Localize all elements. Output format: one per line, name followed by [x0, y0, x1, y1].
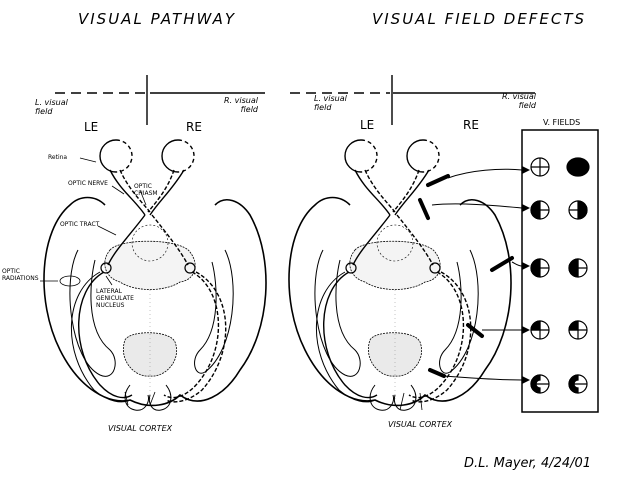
visual-field-charts — [530, 157, 590, 394]
right-field-divider — [290, 75, 535, 125]
visual-fields-box — [521, 129, 599, 413]
retina-label: Retina — [48, 154, 68, 161]
left-eye-le: LE — [84, 120, 99, 134]
field-row-5 — [530, 374, 588, 394]
right-l-visual-field: L. visual field — [314, 94, 347, 112]
right-r-visual-field: R. visual field — [502, 92, 536, 110]
field-row-2 — [530, 200, 588, 220]
right-title: VISUAL FIELD DEFECTS — [372, 10, 587, 28]
field-row-4 — [530, 320, 588, 340]
arrowheads — [522, 166, 530, 384]
optic-chiasm-label: OPTIC CHIASM — [134, 183, 158, 197]
left-visual-cortex-label: VISUAL CORTEX — [108, 424, 173, 433]
left-eye-re: RE — [186, 120, 202, 134]
optic-radiations-label: OPTIC RADIATIONS — [2, 268, 39, 282]
lgn-label: LATERAL GENICULATE NUCLEUS — [96, 288, 134, 309]
optic-tract-label: OPTIC TRACT — [60, 221, 100, 228]
right-eye-le: LE — [360, 118, 375, 132]
left-r-visual-field: R. visual field — [224, 96, 258, 114]
optic-nerve-label: OPTIC NERVE — [68, 180, 108, 187]
left-pointer-arrows — [40, 157, 156, 406]
right-eye-re: RE — [463, 118, 479, 132]
lesion-marks — [418, 174, 514, 378]
lesion-arrows — [431, 168, 523, 381]
field-row-3 — [530, 258, 588, 278]
left-field-divider — [55, 75, 265, 125]
right-pointer-arrows — [399, 392, 423, 411]
right-visual-cortex-label: VISUAL CORTEX — [388, 420, 453, 429]
field-row-1 — [530, 157, 590, 177]
signature: D.L. Mayer, 4/24/01 — [464, 456, 592, 471]
left-l-visual-field: L. visual field — [35, 98, 68, 116]
left-title: VISUAL PATHWAY — [78, 10, 236, 28]
visual-fields-header: V. FIELDS — [543, 118, 581, 127]
right-pathway-diagram — [288, 139, 512, 411]
